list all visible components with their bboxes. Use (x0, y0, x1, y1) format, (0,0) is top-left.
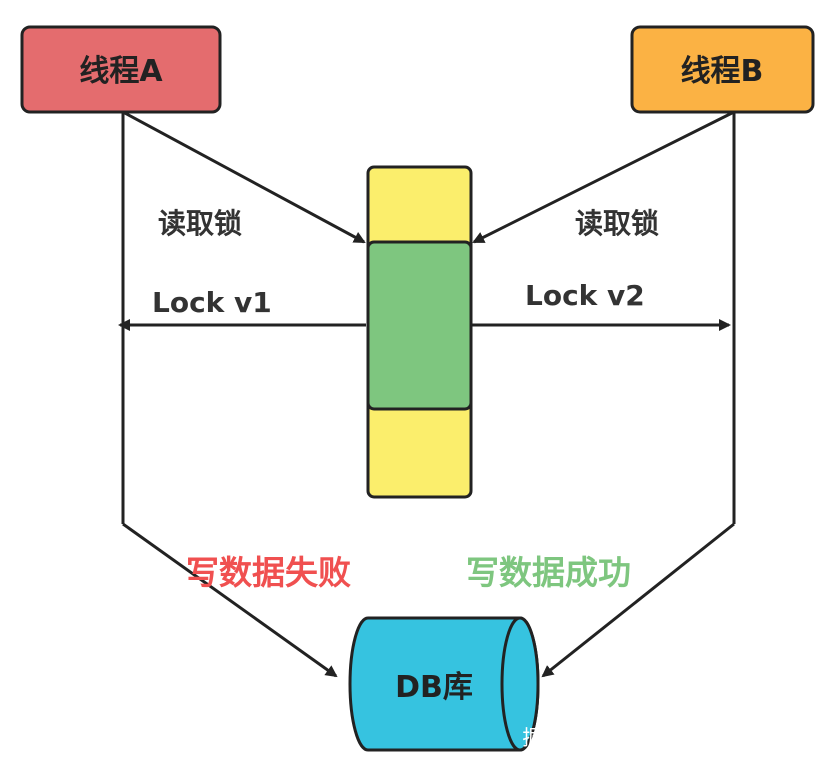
thread-a-write-arrow (122, 522, 338, 678)
watermark: 掘金技术社区 @ 360_go_php (522, 726, 810, 751)
thread-a-box (20, 25, 222, 114)
db-cylinder-end (500, 616, 540, 752)
thread-a-read-arrow (122, 110, 366, 244)
thread-b-read-lock-label: 读取锁 (575, 207, 659, 240)
thread-a-label: 线程A (79, 54, 163, 89)
thread-b-node: 线程B (630, 25, 815, 114)
thread-b-write-arrow (541, 522, 735, 678)
thread-b-label: 线程B (681, 54, 764, 89)
thread-a-read-lock-label: 读取锁 (158, 207, 242, 240)
db-node: DB库 (348, 616, 540, 752)
thread-b-box (630, 25, 815, 114)
lock-record (366, 165, 473, 499)
write-failed-label: 写数据失败 (186, 553, 351, 592)
write-success-label: 写数据成功 (466, 553, 631, 592)
lock-v1-label: Lock v1 (152, 286, 272, 319)
thread-b-read-arrow (472, 110, 735, 244)
db-label: DB库 (395, 670, 473, 705)
lock-v2-label: Lock v2 (525, 279, 645, 312)
thread-a-node: 线程A (20, 25, 222, 114)
lock-record-version-block (366, 240, 473, 411)
